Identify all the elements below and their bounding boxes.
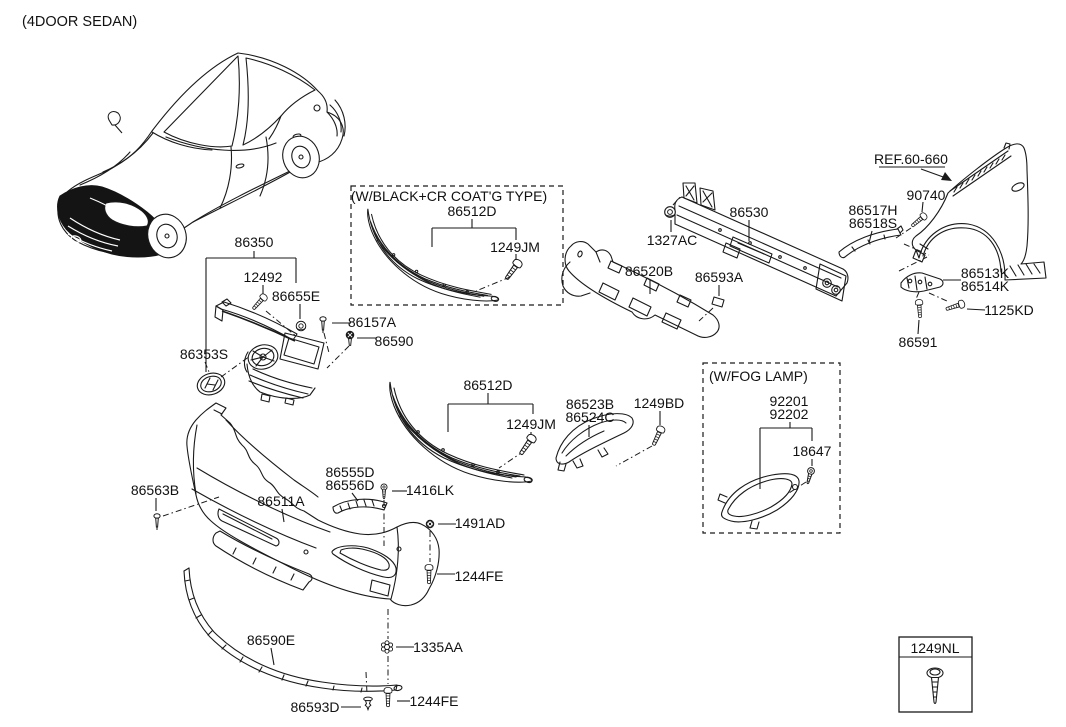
callout-92202: 92202	[770, 406, 809, 422]
callout-86512D-2: 86512D	[463, 377, 512, 393]
callout-1249BD: 1249BD	[634, 395, 685, 411]
nut-1327AC	[664, 206, 676, 218]
fog-lamp-cover-86523B	[555, 413, 634, 472]
coat-type-box: (W/BLACK+CR COAT'G TYPE) 86512D 1249JM	[350, 185, 564, 306]
callout-86555D: 86555D	[325, 464, 374, 480]
grille-assembly-86350	[214, 298, 325, 406]
callout-92201: 92201	[770, 393, 809, 409]
dash-90740	[895, 227, 912, 239]
callout-86655E: 86655E	[272, 288, 320, 304]
nut-1335AA	[380, 640, 394, 654]
callout-86514K: 86514K	[961, 278, 1010, 294]
leader-90740	[921, 201, 924, 213]
callout-86590: 86590	[375, 333, 414, 349]
screw-1249NL	[926, 667, 944, 705]
front-bumper-cover-86511A	[186, 402, 440, 607]
fog-lamp-box: (W/FOG LAMP) 92201 92202 18647	[702, 362, 841, 534]
fender-bracket-86513K	[900, 272, 944, 293]
leader-86590E	[270, 647, 275, 666]
screw-86590	[345, 330, 355, 346]
callout-86353S: 86353S	[180, 346, 228, 362]
bolt-90740	[909, 211, 929, 230]
callout-1249NL: 1249NL	[910, 640, 959, 656]
callout-18647: 18647	[793, 443, 832, 459]
callout-1491AD: 1491AD	[455, 515, 506, 531]
clip-1491AD	[425, 519, 435, 529]
bolt-1249JM-2	[516, 432, 539, 458]
dash-1327AC	[672, 195, 682, 206]
callout-86523B: 86523B	[566, 396, 614, 412]
callout-1335AA: 1335AA	[413, 639, 463, 655]
bolt-12492	[250, 292, 269, 312]
dash-86593A	[698, 307, 714, 322]
leader-86511A	[281, 508, 285, 523]
callout-86512D-coat: 86512D	[447, 203, 496, 219]
clip-86593D	[363, 696, 373, 711]
bumper-energy-absorber-86520B	[561, 241, 720, 338]
screw-box-1249NL: 1249NL	[898, 636, 973, 713]
fog-lamp-title: (W/FOG LAMP)	[709, 368, 808, 384]
chrome-grille-86512D-2	[389, 381, 534, 485]
callout-86511A: 86511A	[257, 493, 305, 509]
callout-86350: 86350	[235, 234, 274, 250]
bumper-molding-86555D	[332, 498, 388, 514]
leader-86591	[917, 319, 920, 335]
leader-1125KD	[966, 308, 986, 311]
callout-1327AC: 1327AC	[647, 232, 698, 248]
callout-1125KD: 1125KD	[984, 302, 1034, 318]
hyundai-logo-86353S	[196, 372, 226, 396]
front-fender-ref60-660	[911, 142, 1047, 281]
callout-86518S: 86518S	[849, 215, 897, 231]
coat-type-title: (W/BLACK+CR COAT'G TYPE)	[351, 188, 547, 204]
bumper-reinforcement-86530	[674, 182, 849, 302]
callout-1244FE-mid: 1244FE	[454, 568, 503, 584]
callout-86524C: 86524C	[565, 409, 614, 425]
bolt-1249JM-coat	[502, 257, 525, 283]
callout-86517H: 86517H	[848, 202, 897, 218]
dash-1249BD	[615, 445, 653, 467]
callout-86530: 86530	[730, 204, 769, 220]
dash-86563B	[162, 496, 220, 517]
callout-ref-60-660: REF.60-660	[874, 151, 948, 167]
callout-86593D: 86593D	[290, 699, 339, 715]
page-title: (4DOOR SEDAN)	[22, 14, 137, 30]
bolt-1244FE-mid	[424, 563, 434, 585]
bolt-86591	[914, 298, 925, 319]
bolt-1125KD	[944, 299, 967, 314]
leader-lines-grille	[204, 251, 376, 378]
fog-lamp-92201	[717, 473, 800, 530]
chrome-grille-86512D-coat	[367, 208, 500, 303]
bumper-lower-lip-86590E	[183, 567, 403, 693]
pin-86157A	[319, 316, 327, 334]
car-illustration	[57, 52, 346, 259]
callout-86593A: 86593A	[695, 269, 744, 285]
leader-86517H	[868, 230, 873, 244]
ref-arrow-line	[920, 168, 947, 179]
callout-86520B: 86520B	[625, 263, 673, 279]
bolt-1416LK	[380, 483, 388, 500]
callout-86563B: 86563B	[131, 482, 179, 498]
screw-18647	[803, 466, 816, 485]
callout-86590E: 86590E	[247, 632, 295, 648]
callout-86591: 86591	[899, 334, 938, 350]
callout-12492: 12492	[244, 269, 283, 285]
clip-86563B	[153, 513, 161, 531]
dash-86593D	[365, 671, 368, 695]
callout-86157A: 86157A	[348, 314, 397, 330]
nut-86655E	[295, 320, 307, 332]
callout-1416LK: 1416LK	[406, 482, 455, 498]
leader-86555D	[351, 492, 359, 502]
bolt-1244FE-bot	[383, 686, 393, 708]
bolt-1249BD	[649, 424, 667, 448]
clip-86593A	[711, 296, 725, 308]
callout-86513K: 86513K	[961, 265, 1010, 281]
callout-1244FE-bot: 1244FE	[409, 693, 458, 709]
callout-90740: 90740	[907, 187, 946, 203]
callout-86556D: 86556D	[325, 477, 374, 493]
callout-1249JM-coat: 1249JM	[490, 239, 540, 255]
ref-arrowhead	[941, 172, 952, 181]
dash-bracket-web	[898, 243, 948, 302]
callout-1249JM-2: 1249JM	[506, 416, 556, 432]
